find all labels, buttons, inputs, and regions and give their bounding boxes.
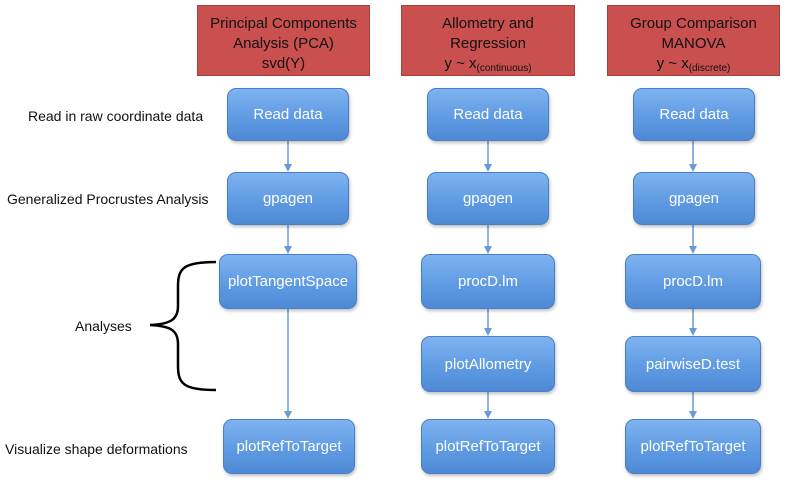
row-label-visualize: Visualize shape deformations bbox=[5, 441, 188, 457]
header-manova-line1: Group Comparison bbox=[630, 15, 757, 32]
header-manova-formula: y ~ x(discrete) bbox=[608, 54, 779, 79]
node-pca-read-data-label: Read data bbox=[253, 106, 323, 123]
analyses-brace bbox=[149, 260, 217, 392]
header-manova-formula-text: y ~ x bbox=[656, 55, 689, 72]
header-pca-formula: svd(Y) bbox=[198, 54, 369, 74]
node-pca-plotreftotarget-label: plotRefToTarget bbox=[236, 438, 342, 455]
node-manova-pairwised-test-label: pairwiseD.test bbox=[645, 355, 741, 373]
header-pca-line2: Analysis (PCA) bbox=[233, 35, 334, 52]
node-allometry-plotallometry[interactable]: plotAllometry bbox=[421, 336, 555, 392]
node-manova-procd-lm-label: procD.lm bbox=[662, 273, 723, 290]
node-pca-plottangentspace[interactable]: plotTangentSpace bbox=[219, 254, 357, 309]
node-pca-plotreftotarget[interactable]: plotRefToTarget bbox=[223, 419, 355, 474]
header-allometry-line2: Regression bbox=[450, 35, 526, 52]
node-pca-plottangentspace-label: plotTangentSpace bbox=[227, 273, 349, 290]
header-allometry: Allometry and Regression y ~ x(continuou… bbox=[401, 5, 575, 76]
node-allometry-procd-lm-label: procD.lm bbox=[457, 273, 518, 290]
row-label-analyses: Analyses bbox=[75, 318, 132, 334]
node-manova-read-data-label: Read data bbox=[659, 106, 729, 123]
node-allometry-gpagen[interactable]: gpagen bbox=[427, 172, 549, 225]
node-allometry-read-data-label: Read data bbox=[453, 106, 523, 123]
node-manova-gpagen-label: gpagen bbox=[668, 190, 720, 207]
node-pca-read-data[interactable]: Read data bbox=[227, 88, 349, 141]
header-allometry-formula-sub: (continuous) bbox=[476, 63, 532, 74]
header-pca: Principal Components Analysis (PCA) svd(… bbox=[197, 5, 370, 76]
header-manova: Group Comparison MANOVA y ~ x(discrete) bbox=[607, 5, 780, 76]
node-manova-gpagen[interactable]: gpagen bbox=[633, 172, 755, 225]
node-allometry-plotreftotarget[interactable]: plotRefToTarget bbox=[421, 419, 555, 474]
node-manova-plotreftotarget[interactable]: plotRefToTarget bbox=[625, 419, 761, 474]
node-allometry-procd-lm[interactable]: procD.lm bbox=[421, 254, 555, 309]
node-manova-plotreftotarget-label: plotRefToTarget bbox=[640, 438, 746, 455]
header-allometry-formula: y ~ x(continuous) bbox=[402, 54, 574, 79]
header-manova-line2: MANOVA bbox=[661, 35, 726, 52]
node-allometry-read-data[interactable]: Read data bbox=[427, 88, 549, 141]
header-pca-formula-text: svd(Y) bbox=[261, 55, 306, 72]
header-pca-line1: Principal Components bbox=[210, 15, 357, 32]
header-manova-formula-sub: (discrete) bbox=[688, 63, 731, 74]
node-allometry-gpagen-label: gpagen bbox=[462, 190, 514, 207]
node-pca-gpagen[interactable]: gpagen bbox=[227, 172, 349, 225]
header-allometry-line1: Allometry and bbox=[442, 15, 534, 32]
node-allometry-plotreftotarget-label: plotRefToTarget bbox=[435, 438, 541, 455]
node-manova-procd-lm[interactable]: procD.lm bbox=[625, 254, 761, 309]
node-manova-pairwised-test[interactable]: pairwiseD.test bbox=[625, 336, 761, 392]
row-label-gpa: Generalized Procrustes Analysis bbox=[7, 191, 209, 207]
header-allometry-formula-text: y ~ x bbox=[444, 55, 477, 72]
node-allometry-plotallometry-label: plotAllometry bbox=[444, 355, 532, 373]
row-label-read: Read in raw coordinate data bbox=[28, 108, 204, 124]
node-pca-gpagen-label: gpagen bbox=[262, 190, 314, 207]
node-manova-read-data[interactable]: Read data bbox=[633, 88, 755, 141]
